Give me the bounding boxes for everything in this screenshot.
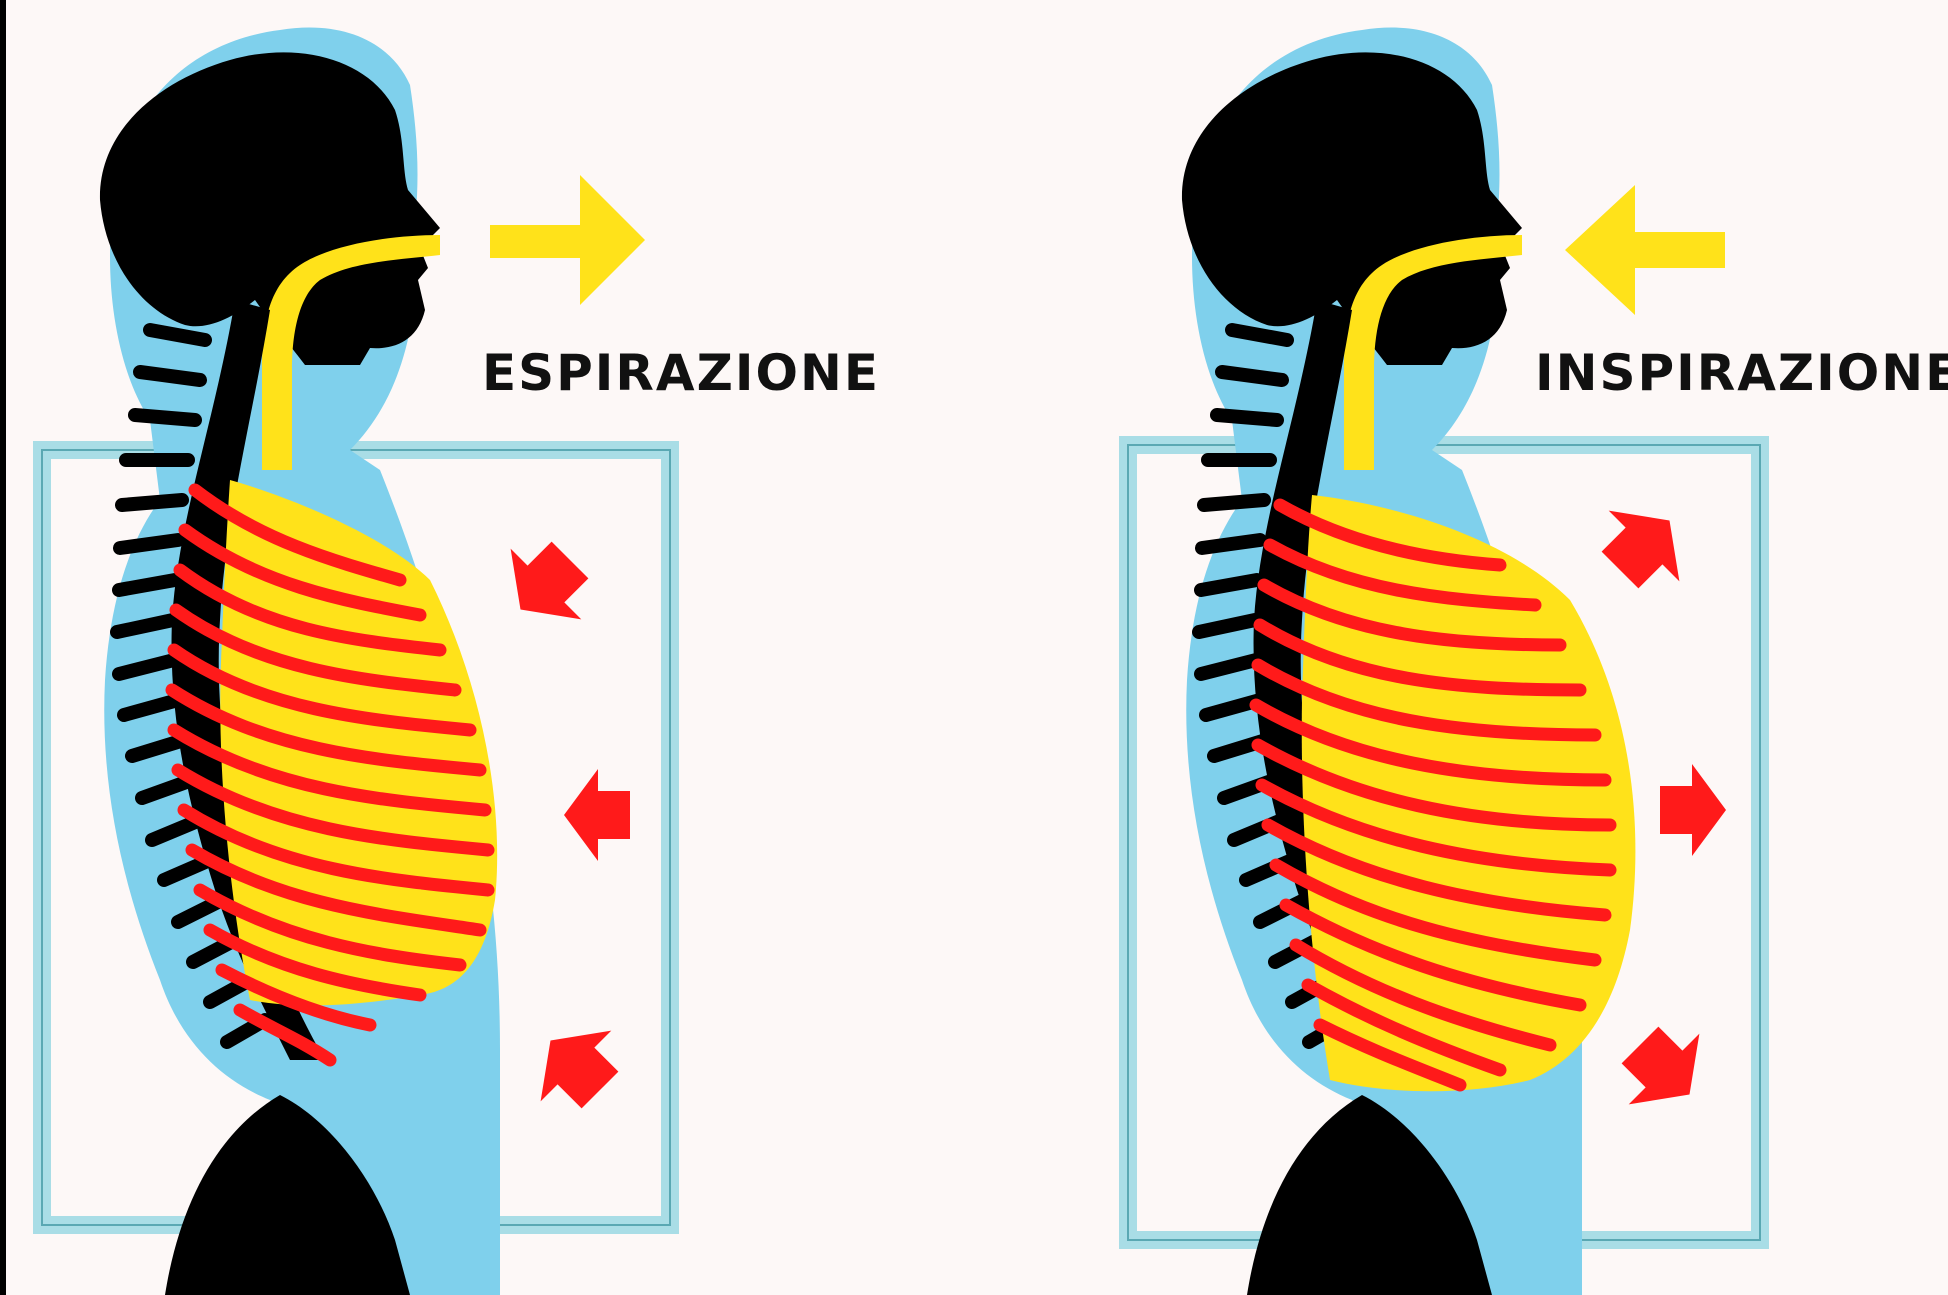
arrow-in-middle xyxy=(564,769,630,861)
air-arrow-in xyxy=(1565,185,1725,315)
label-inspiration: INSPIRAZIONE xyxy=(1535,344,1948,402)
arrow-out-middle xyxy=(1660,764,1726,856)
panel-inspiration: INSPIRAZIONE xyxy=(1128,27,1948,1295)
air-arrow-out xyxy=(490,175,645,305)
panel-expiration: ESPIRAZIONE xyxy=(42,27,880,1295)
arrow-out-lower xyxy=(1605,1010,1725,1130)
arrow-in-upper xyxy=(485,525,605,645)
arrow-in-lower xyxy=(515,1005,635,1125)
arrow-out-upper xyxy=(1585,485,1705,605)
chest-arrows-inward xyxy=(485,525,635,1126)
edge-strip xyxy=(0,0,6,1295)
label-expiration: ESPIRAZIONE xyxy=(482,344,880,402)
